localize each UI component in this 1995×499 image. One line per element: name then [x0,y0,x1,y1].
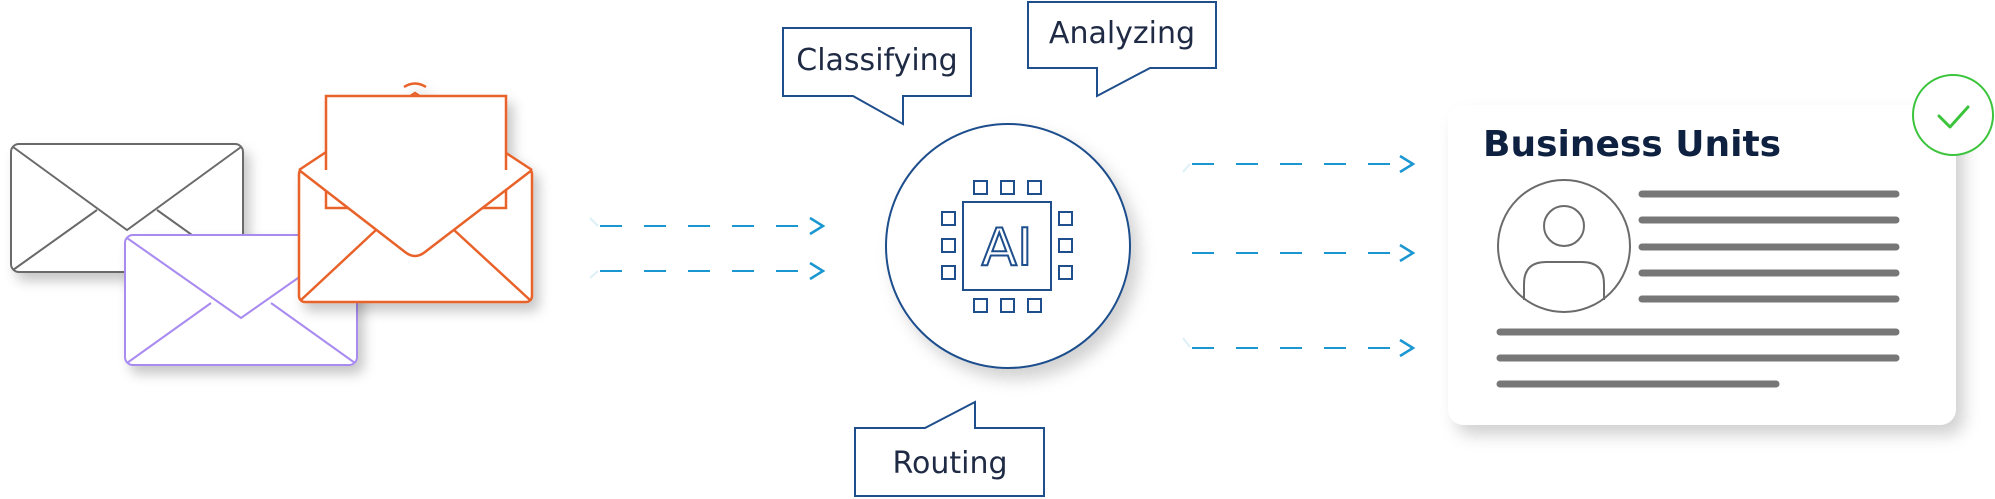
business-units-card: Business Units [1448,74,1994,425]
routing-bubble: Routing [854,400,1045,497]
arrow-icon [589,261,826,281]
arrow-icon [1182,337,1416,358]
ai-chip-icon [941,180,1073,313]
card-text-lines [1496,190,1900,388]
classifying-label: Classifying [796,43,957,78]
arrow-icon [589,216,826,236]
ai-chip-label: AI [982,218,1033,278]
open-envelope-icon [297,82,534,304]
checkmark-icon [1912,74,1994,156]
arrow-icon [1182,154,1416,174]
analyzing-label: Analyzing [1049,16,1195,51]
user-avatar-icon [1497,179,1631,313]
card-title: Business Units [1483,124,1781,165]
analyzing-bubble: Analyzing [1027,1,1217,98]
arrow-icon [1192,243,1416,263]
routing-label: Routing [892,446,1007,481]
classifying-bubble: Classifying [782,27,972,126]
ai-hub: AI [885,123,1131,369]
